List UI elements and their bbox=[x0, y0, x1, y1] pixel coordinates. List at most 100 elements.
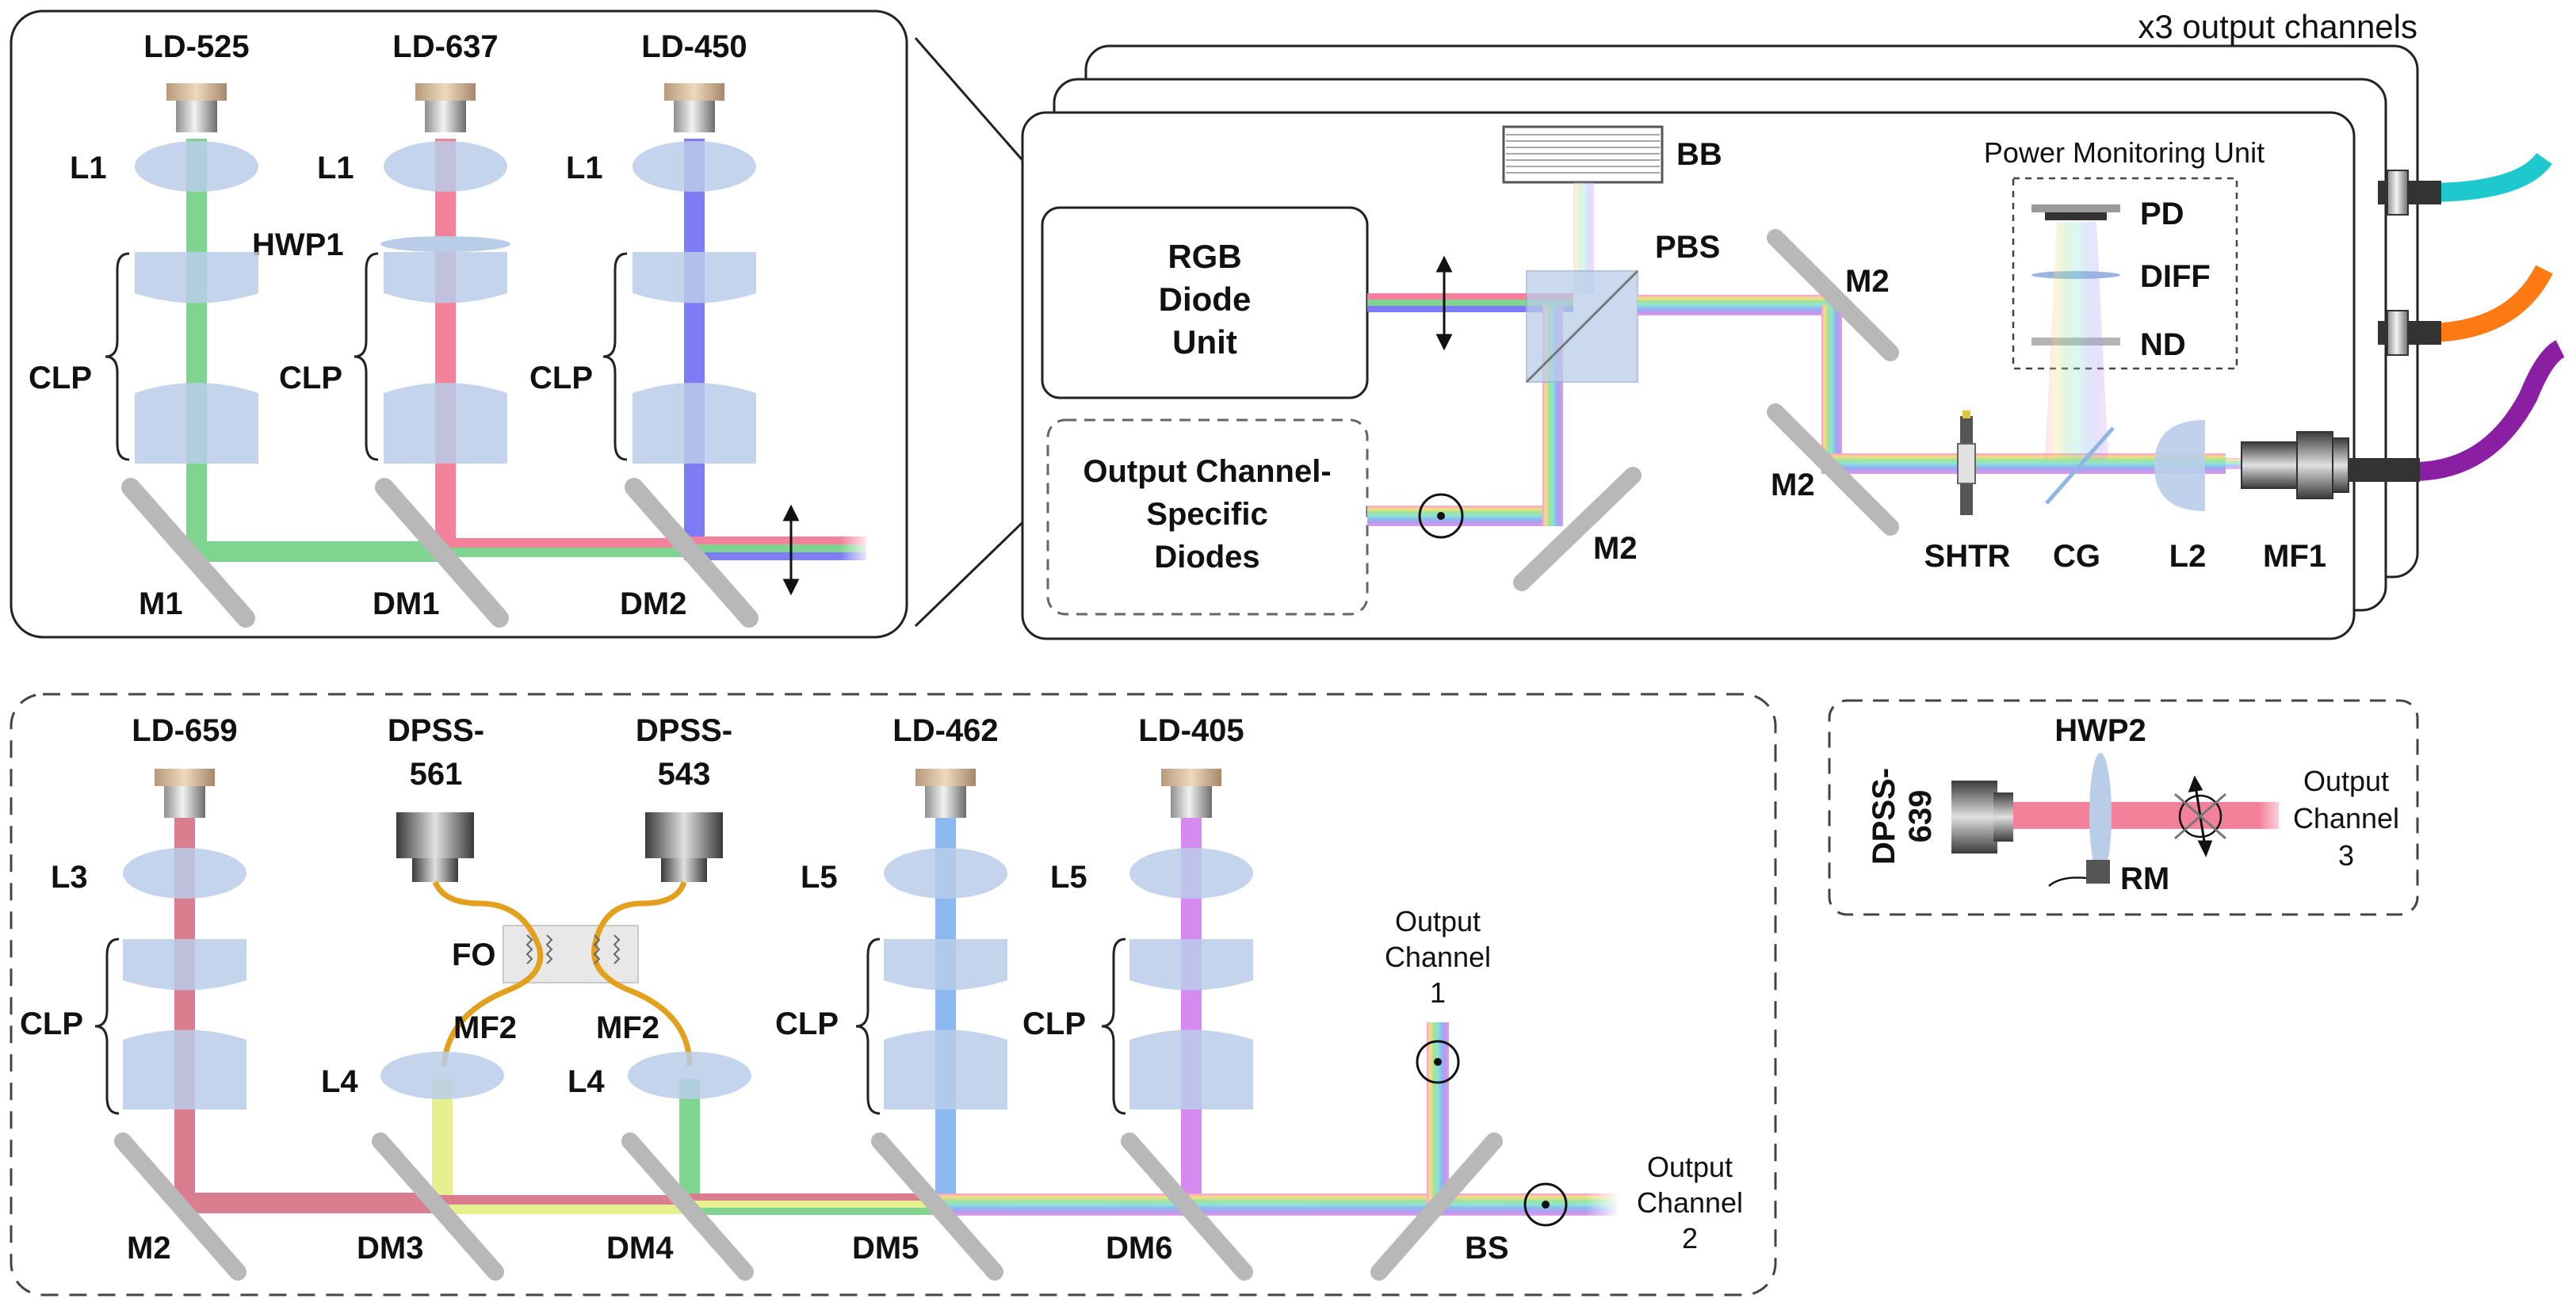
waveplate-icon bbox=[2089, 753, 2112, 876]
brace-icon bbox=[94, 937, 1126, 1115]
polarization-dot-icon bbox=[2178, 794, 2222, 838]
mirror-label: DM1 bbox=[373, 586, 439, 621]
clp-label: CLP bbox=[29, 361, 92, 395]
rotation-mount-icon bbox=[2086, 860, 2110, 884]
mirror-icon bbox=[121, 478, 759, 628]
lens-icon bbox=[633, 141, 756, 192]
laser-label: 561 bbox=[410, 757, 463, 792]
mirror-icon bbox=[1513, 229, 1899, 591]
beam-red bbox=[435, 139, 456, 551]
lens-label: L5 bbox=[1050, 860, 1087, 895]
lens-label: L3 bbox=[51, 860, 88, 895]
bb-label: BB bbox=[1676, 137, 1722, 172]
fiber-connector-icon bbox=[2387, 170, 2409, 216]
beam-blue bbox=[684, 139, 705, 551]
mirror-label: DM5 bbox=[852, 1231, 919, 1266]
beam-green bbox=[186, 139, 207, 551]
lens-icon bbox=[380, 1052, 504, 1099]
panel-output-channel: x3 output channels RGB Diode Unit Output… bbox=[1021, 8, 2566, 640]
waveplate-label: HWP1 bbox=[252, 227, 344, 262]
laser-label: LD-637 bbox=[392, 29, 498, 64]
panel-additional-lasers: LD-659 DPSS- 561 DPSS- 543 FO MF2 MF2 bbox=[10, 693, 1777, 1296]
fiber-gold bbox=[432, 880, 544, 1067]
rgb-unit-label: Unit bbox=[1172, 323, 1237, 361]
rm-label: RM bbox=[2120, 861, 2169, 896]
clp-label: CLP bbox=[775, 1006, 839, 1041]
mirror-label: DM6 bbox=[1106, 1231, 1172, 1266]
mf1-label: MF1 bbox=[2263, 539, 2326, 574]
beam-red bbox=[2009, 802, 2279, 829]
ocs-diodes-label: Diodes bbox=[1154, 540, 1259, 575]
mirror-label: M1 bbox=[139, 586, 183, 621]
mirror-icon bbox=[114, 1132, 1503, 1281]
rgb-unit-label: RGB bbox=[1168, 238, 1241, 275]
clp-label: CLP bbox=[1022, 1006, 1086, 1041]
lens-icon bbox=[123, 848, 247, 899]
cylindrical-lens-pair-icon bbox=[135, 252, 756, 464]
ocs-diodes-label: Specific bbox=[1146, 497, 1267, 532]
mirror-label: M2 bbox=[1771, 468, 1815, 502]
zoom-line bbox=[914, 37, 1040, 179]
waveplate-label: HWP2 bbox=[2054, 713, 2146, 748]
lens-icon bbox=[1129, 848, 1253, 899]
dpss-laser-icon bbox=[396, 812, 474, 882]
clp-label: CLP bbox=[20, 1006, 83, 1041]
diode-icon bbox=[915, 769, 976, 786]
mf2-label: MF2 bbox=[453, 1010, 517, 1045]
diode-icon bbox=[166, 83, 227, 132]
fiber-connector-icon bbox=[2387, 310, 2409, 356]
mirror-label: M2 bbox=[1593, 531, 1638, 566]
output-channel-label: 1 bbox=[1430, 976, 1446, 1009]
rgb-unit-label: Diode bbox=[1159, 281, 1252, 318]
laser-label: 543 bbox=[658, 757, 711, 792]
beam-green bbox=[679, 1079, 700, 1206]
polarization-arrow-icon bbox=[782, 504, 800, 596]
diode-icon bbox=[1161, 769, 1221, 786]
brace-icon bbox=[105, 252, 628, 461]
laser-label: DPSS- bbox=[388, 713, 484, 748]
laser-label: LD-462 bbox=[892, 713, 998, 748]
fiber-cyan bbox=[2425, 152, 2552, 202]
pmu-title: Power Monitoring Unit bbox=[1984, 136, 2265, 169]
lens-label: L5 bbox=[801, 860, 838, 895]
diode-icon bbox=[664, 83, 724, 132]
panel-rgb-diode-detail: LD-525 LD-637 LD-450 L1 L1 L1 HWP1 CLP C… bbox=[10, 10, 908, 639]
zoom-line bbox=[914, 506, 1040, 628]
output-channel-label: Output bbox=[1395, 905, 1481, 937]
lens-icon bbox=[2154, 420, 2205, 511]
channels-header: x3 output channels bbox=[2138, 8, 2417, 45]
lens-label: L4 bbox=[321, 1064, 358, 1099]
pbs-label: PBS bbox=[1655, 230, 1720, 265]
dpss-laser-icon bbox=[1951, 781, 2013, 853]
output-channel-label: Channel bbox=[1637, 1186, 1743, 1219]
diode-icon bbox=[415, 83, 476, 132]
mirror-label: BS bbox=[1465, 1231, 1509, 1266]
output-channel-label: Channel bbox=[1385, 941, 1491, 973]
output-channel-label: Output bbox=[2303, 765, 2389, 797]
lens-icon bbox=[384, 141, 507, 192]
laser-label: LD-450 bbox=[641, 29, 747, 64]
polarization-dot-icon bbox=[1523, 1182, 1568, 1227]
fo-label: FO bbox=[452, 937, 496, 972]
lens-icon bbox=[884, 848, 1007, 899]
fiber-connector-icon bbox=[2241, 431, 2420, 499]
polarization-dot-icon bbox=[1418, 493, 1464, 539]
coverglass-icon bbox=[2045, 426, 2115, 505]
ocs-diodes-label: Output Channel- bbox=[1083, 454, 1331, 489]
laser-label: LD-405 bbox=[1138, 713, 1244, 748]
output-channel-label: 2 bbox=[1682, 1222, 1698, 1254]
dpss-laser-icon bbox=[645, 812, 723, 882]
fiber-orange bbox=[2425, 265, 2553, 342]
mirror-label: DM2 bbox=[620, 586, 686, 621]
polarization-arrow-icon bbox=[1435, 255, 1453, 351]
l2-label: L2 bbox=[2169, 539, 2207, 574]
laser-label: 639 bbox=[1903, 790, 1938, 843]
fiber-optic-coupler bbox=[503, 925, 639, 983]
panel-dpss-639: DPSS- 639 HWP2 RM Output Channel 3 bbox=[1828, 699, 2419, 916]
laser-label: DPSS- bbox=[1867, 768, 1901, 865]
lens-label: L1 bbox=[566, 151, 603, 185]
pd-label: PD bbox=[2140, 197, 2184, 231]
waveplate-icon bbox=[380, 236, 510, 252]
photodiode-icon bbox=[2031, 204, 2120, 212]
